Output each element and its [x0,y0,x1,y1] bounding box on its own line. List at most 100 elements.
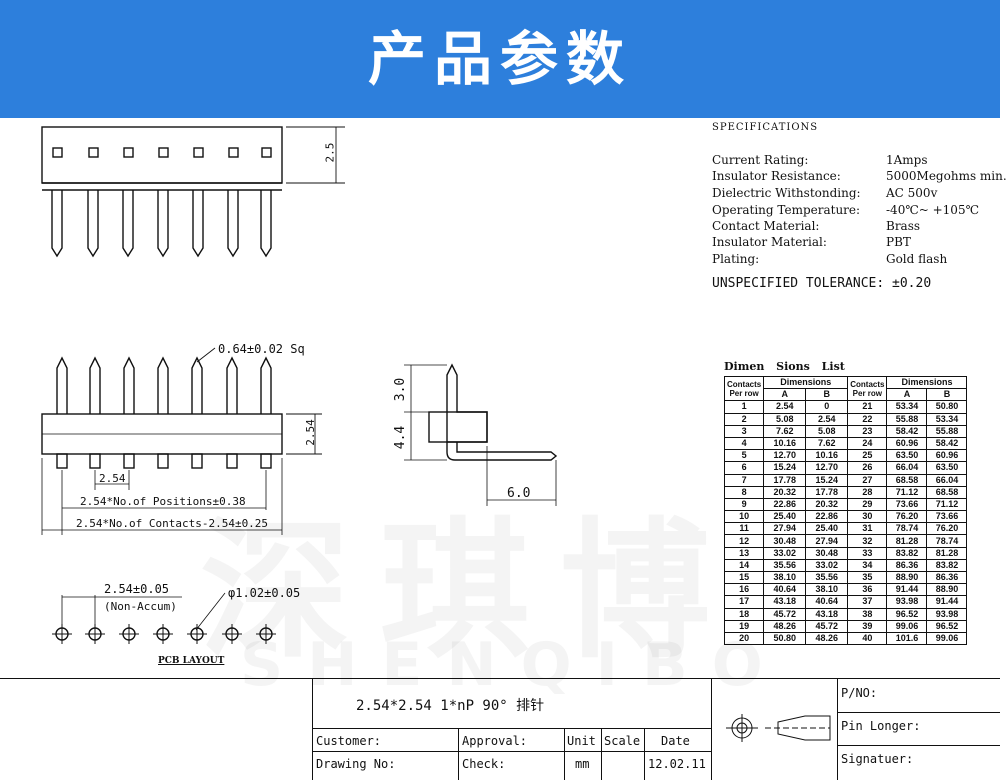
table-cell: 36 [847,583,888,597]
table-cell: 76.20 [926,522,968,536]
table-cell: 91.44 [926,595,968,609]
table-cell: 27.94 [763,522,807,536]
pitch-label: 2.54 [99,472,126,485]
table-cell: 12.70 [763,449,807,463]
spec-label: Dielectric Withstonding: [712,186,861,200]
table-cell: 45.72 [763,607,807,621]
table-cell: 2.54 [763,400,807,414]
table-cell: 86.36 [926,570,968,585]
table-cell: 88.90 [926,583,968,597]
table-cell: 35.56 [763,558,807,573]
table-cell: 23 [847,424,888,438]
spec-value: 5000Megohms min. [886,169,1007,183]
spec-value: AC 500v [886,186,938,200]
table-header: A [886,388,928,402]
table-cell: 33.02 [763,546,807,560]
table-cell: 81.28 [886,534,928,548]
contacts-formula-label: 2.54*No.of Contacts-2.54±0.25 [76,517,269,530]
header-contacts: Contacts [727,379,762,389]
table-cell: 48.26 [805,631,849,646]
pno-label: P/NO: [841,686,878,700]
table-cell: 3 [723,424,765,438]
table-header: Dimensions [763,375,849,390]
table-cell: 50.80 [926,400,968,414]
header-band [0,0,1000,118]
table-cell: 5.08 [805,424,849,438]
table-cell: 55.88 [886,412,928,426]
drawing-no-label: Drawing No: [316,757,396,771]
table-cell: 17.78 [763,473,807,487]
table-cell: 0 [805,400,849,414]
table-cell: 63.50 [886,449,928,463]
table-cell: 38.10 [763,570,807,585]
table-cell: 30.48 [763,534,807,548]
table-cell: 60.96 [926,449,968,463]
table-cell: 88.90 [886,570,928,585]
table-cell: 26 [847,461,888,475]
title-block-lines [0,678,1000,780]
table-cell: 78.74 [886,522,928,536]
watermark-subtext: SHENQIBO [240,630,787,700]
table-cell: 93.98 [886,595,928,609]
dim-height-label: 2.5 [323,142,337,163]
table-cell: 16 [723,583,765,597]
table-cell: 93.98 [926,607,968,621]
table-cell: 13 [723,546,765,560]
table-header: Dimensions [886,375,968,390]
table-cell: 8 [723,485,765,499]
dim-44-label: 4.4 [393,425,409,450]
spec-row: Operating Temperature: -40℃~ +105℃ [712,203,979,217]
spec-label: Operating Temperature: [712,203,861,217]
dimension-list-title: Dimen Sions List [724,360,845,373]
table-cell: 12 [723,534,765,548]
table-cell: 66.04 [926,473,968,487]
table-cell: 22 [847,412,888,426]
table-cell: 30 [847,510,888,524]
table-cell: 15.24 [763,461,807,475]
watermark-text: 深琪博 [200,470,740,687]
table-cell: 101.6 [886,631,928,646]
table-cell: 2.54 [805,412,849,426]
table-cell: 83.82 [886,546,928,560]
table-cell: 7 [723,473,765,487]
table-cell: 76.20 [886,510,928,524]
table-cell: 30.48 [805,546,849,560]
table-cell: 37 [847,595,888,609]
spec-row: Dielectric Withstonding: AC 500v [712,186,937,200]
spec-label: Plating: [712,252,760,266]
table-cell: 31 [847,522,888,536]
spec-value: -40℃~ +105℃ [886,203,979,217]
table-cell: 78.74 [926,534,968,548]
table-cell: 53.34 [886,400,928,414]
table-cell: 25.40 [763,510,807,524]
header-per-row: Per row [852,388,883,398]
table-cell: 29 [847,497,888,512]
product-description: 2.54*2.54 1*nP 90° 排针 [356,698,545,714]
table-cell: 2 [723,412,765,426]
table-cell: 43.18 [805,607,849,621]
table-cell: 27 [847,473,888,487]
table-cell: 48.26 [763,619,807,633]
table-cell: 38 [847,607,888,621]
table-cell: 68.58 [886,473,928,487]
spec-value: Brass [886,219,921,233]
table-cell: 73.66 [886,497,928,512]
page-title: 产品参数 [367,25,632,93]
date-value: 12.02.11 [648,757,706,771]
unit-label: Unit [567,734,596,748]
spec-row: Insulator Material:PBT [712,235,911,249]
table-cell: 27.94 [805,534,849,548]
